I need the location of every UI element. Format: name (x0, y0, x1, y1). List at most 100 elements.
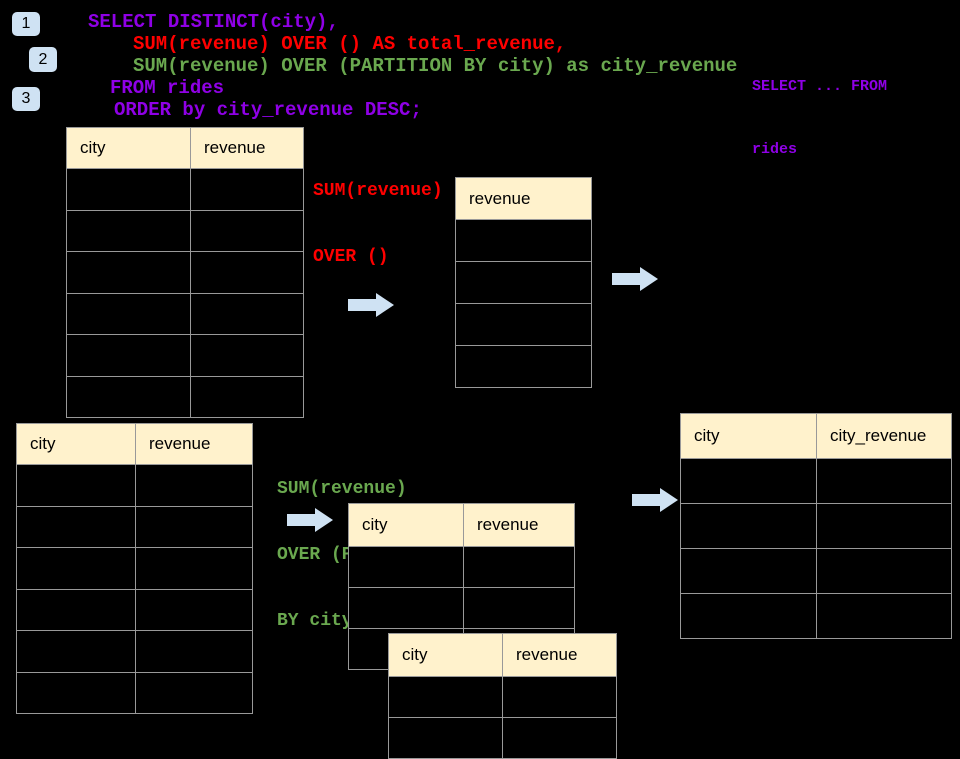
annotation-total-revenue: SUM(revenue) OVER () (313, 136, 443, 290)
table-header-row: city revenue (349, 504, 574, 546)
table-row (681, 548, 951, 593)
table-cell (681, 549, 817, 593)
column-header-city: city (17, 424, 136, 464)
table-row (681, 503, 951, 548)
table-row (456, 303, 591, 345)
table-header-row: city revenue (17, 424, 252, 464)
sql-line-order-by: ORDER by city_revenue DESC; (114, 99, 422, 121)
table-body (389, 676, 616, 758)
table-cell (456, 304, 591, 345)
table-cell (17, 589, 136, 630)
table-cell (817, 594, 951, 638)
column-header-revenue: revenue (149, 434, 211, 453)
annotation-line: SUM(revenue) (277, 479, 407, 499)
table-cell (67, 169, 191, 210)
side-note-line: SELECT ... FROM (752, 78, 888, 95)
side-note: SELECT ... FROM rides (752, 34, 887, 181)
table-cell (17, 465, 136, 506)
table-body (456, 219, 591, 387)
table-cell (136, 631, 252, 672)
table-cell (191, 294, 303, 335)
table-row (17, 547, 252, 589)
table-cell (191, 211, 303, 252)
table-body (681, 458, 951, 638)
step-badge-1: 1 (12, 12, 40, 36)
arrow-right-icon (632, 488, 678, 512)
table-row (67, 251, 303, 293)
annotation-line: OVER () (313, 247, 389, 267)
table-row (389, 717, 616, 758)
table-cell (191, 252, 303, 293)
city-revenue-result-table: city city_revenue (680, 413, 952, 639)
column-header-city: city (389, 634, 503, 676)
table-row (456, 219, 591, 261)
table-cell (456, 346, 591, 387)
table-cell (389, 677, 503, 717)
table-cell (681, 459, 817, 503)
annotation-line: SUM(revenue) (313, 181, 443, 201)
table-row (67, 209, 303, 252)
table-cell (503, 718, 616, 758)
table-row (681, 593, 951, 638)
table-row (456, 345, 591, 387)
table-row (17, 671, 252, 714)
column-header-revenue: revenue (516, 645, 578, 664)
table-cell (136, 548, 252, 589)
table-cell (681, 504, 817, 548)
table-cell (456, 262, 591, 303)
table-header-row: revenue (456, 178, 591, 219)
column-header-city: city (67, 128, 191, 168)
sql-line-select: SELECT DISTINCT(city), (88, 11, 339, 33)
column-header-city: city (681, 414, 817, 458)
table-row (67, 168, 303, 210)
side-note-line: rides (752, 141, 798, 158)
table-cell (681, 594, 817, 638)
table-row (389, 676, 616, 717)
table-cell (136, 507, 252, 548)
table-row (67, 292, 303, 335)
table-row (349, 587, 574, 628)
table-cell (67, 335, 191, 376)
table-row (456, 261, 591, 303)
table-cell (464, 588, 574, 628)
table-body (67, 168, 303, 417)
table-row (67, 375, 303, 418)
table-cell (67, 293, 191, 334)
table-cell (67, 376, 191, 417)
sql-line-partition: SUM(revenue) OVER (PARTITION BY city) as… (133, 55, 738, 77)
column-header-revenue: revenue (204, 138, 266, 157)
column-header-city-revenue: city_revenue (830, 426, 927, 445)
table-cell (17, 672, 136, 713)
table-row (67, 334, 303, 376)
table-cell (17, 506, 136, 547)
table-row (17, 630, 252, 672)
table-cell (67, 210, 191, 251)
table-cell (349, 588, 464, 628)
table-cell (817, 459, 951, 503)
table-row (17, 464, 252, 506)
column-header-revenue: revenue (469, 188, 531, 208)
table-cell (136, 590, 252, 631)
table-header-row: city revenue (389, 634, 616, 676)
column-header-revenue: revenue (477, 515, 539, 534)
table-cell (17, 631, 136, 672)
table-cell (456, 220, 591, 261)
table-cell (349, 547, 464, 587)
table-cell (503, 677, 616, 717)
table-cell (464, 547, 574, 587)
slide-canvas: { "slide": { "background": "#000000" }, … (12, 11, 952, 759)
arrow-right-icon (287, 508, 333, 532)
sql-line-total-revenue: SUM(revenue) OVER () AS total_revenue, (133, 33, 567, 55)
table-body (17, 464, 252, 713)
table-cell (136, 673, 252, 714)
table-header-row: city revenue (67, 128, 303, 168)
table-cell (191, 169, 303, 210)
table-cell (191, 377, 303, 418)
step-badge-3: 3 (12, 87, 40, 111)
arrow-right-icon (348, 293, 394, 317)
table-cell (817, 549, 951, 593)
step-badge-2: 2 (29, 47, 57, 72)
partitioned-table-overlay: city revenue (388, 633, 617, 759)
table-cell (191, 335, 303, 376)
table-cell (17, 548, 136, 589)
